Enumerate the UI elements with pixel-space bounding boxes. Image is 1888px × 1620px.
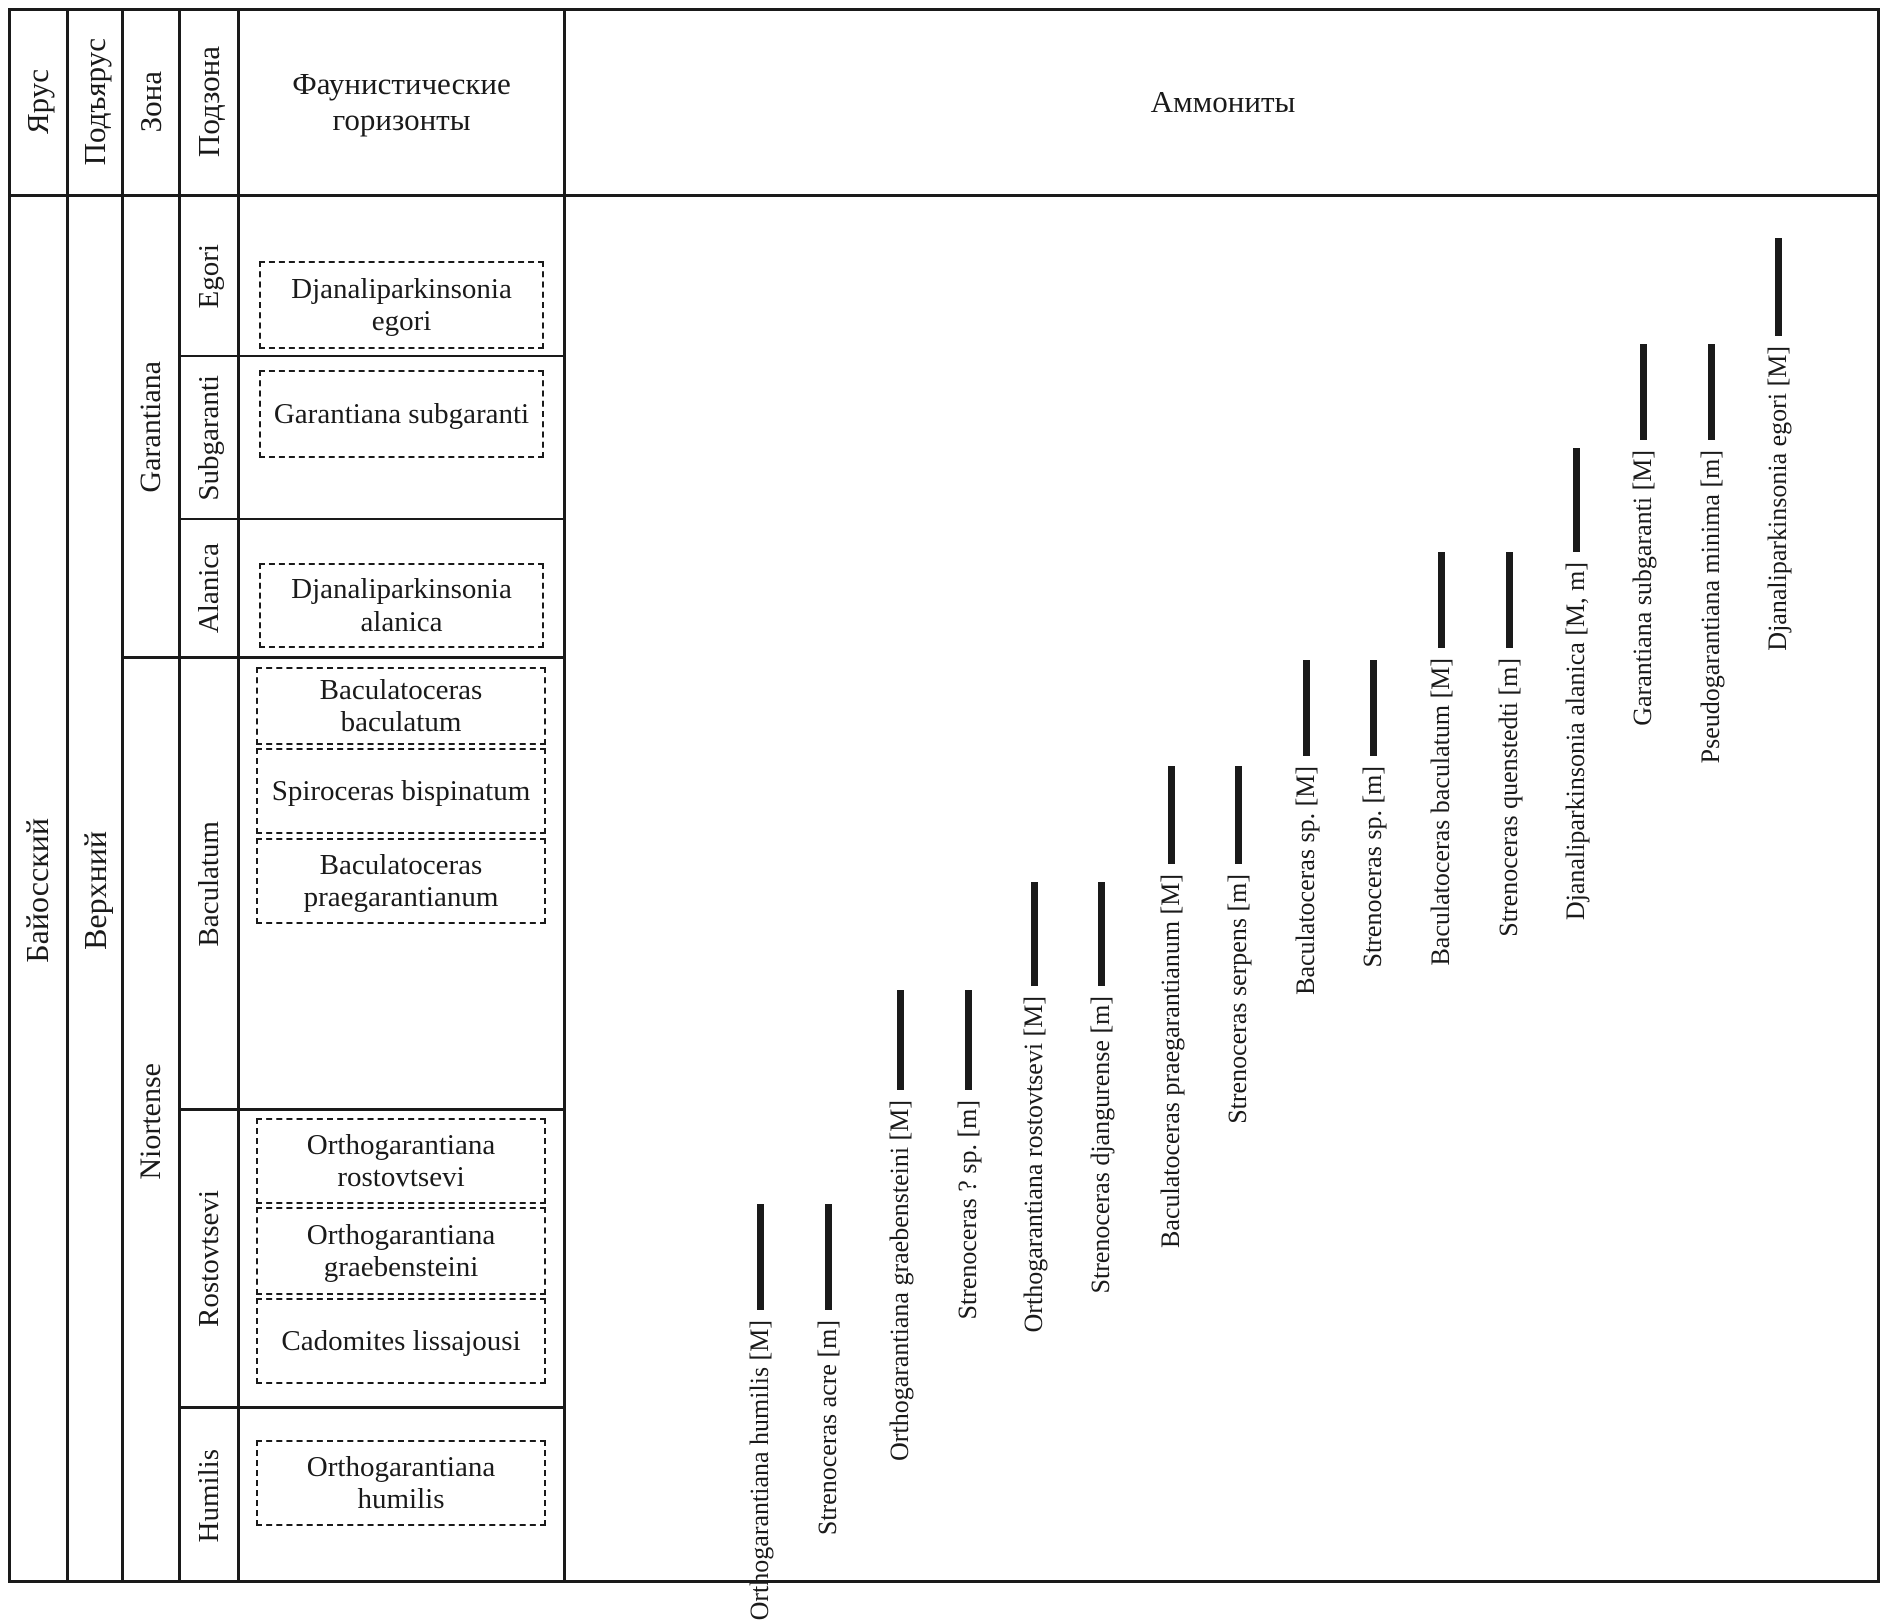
taxon-label: Pseudogarantiana minima [m]	[1696, 450, 1725, 764]
ammonite-range-column: Strenoceras serpens [m]	[1215, 766, 1261, 1124]
horizon-box: Orthogarantiana humilis	[256, 1440, 546, 1526]
horizon-box: Orthogarantiana graebensteini	[256, 1207, 546, 1295]
row-rule-baculatum-rostovtsevi	[178, 1108, 566, 1111]
taxon-label: Orthogarantiana humilis [M]	[745, 1320, 774, 1620]
cell-subzone-rostovtsevi: Rostovtsevi	[192, 1190, 225, 1327]
col-divider-4	[237, 8, 240, 1583]
cell-zone-garantiana: Garantiana	[134, 360, 167, 493]
ammonite-range-column: Baculatoceras baculatum [M]	[1418, 552, 1464, 966]
header-bottom-rule	[8, 194, 1880, 197]
cell-zone-niortense: Niortense	[134, 1062, 167, 1180]
ammonite-range-column: Strenoceras quenstedti [m]	[1486, 552, 1532, 937]
row-rule-egori-subgaranti	[178, 355, 566, 357]
range-bar	[1437, 552, 1445, 648]
taxon-label: Orthogarantiana rostovtsevi [M]	[1019, 996, 1048, 1333]
horizon-box: Baculatoceras praegarantianum	[256, 838, 546, 924]
range-bar	[1707, 344, 1715, 440]
col-divider-2	[121, 8, 124, 1583]
header-faunal-horizons: Фаунистические горизонты	[292, 66, 511, 137]
taxon-label: Djanaliparkinsonia egori [M]	[1763, 346, 1792, 651]
taxon-label: Baculatoceras sp. [M]	[1291, 766, 1320, 995]
row-rule-subgaranti-alanica	[178, 518, 566, 520]
ammonite-range-column: Orthogarantiana graebensteini [M]	[877, 990, 923, 1461]
cell-subzone-humilis: Humilis	[192, 1449, 225, 1543]
ammonite-range-column: Orthogarantiana rostovtsevi [M]	[1011, 882, 1057, 1332]
cell-subzone-subgaranti: Subgaranti	[192, 374, 225, 501]
range-bar	[1097, 882, 1105, 986]
range-bar	[1505, 552, 1513, 648]
ammonite-range-column: Djanaliparkinsonia alanica [M, m]	[1553, 448, 1599, 920]
ammonite-range-column: Djanaliparkinsonia egori [M]	[1755, 238, 1801, 651]
horizon-box: Djanaliparkinsonia alanica	[259, 563, 544, 648]
range-bar	[824, 1204, 832, 1310]
range-bar	[1167, 766, 1175, 864]
ammonite-range-column: Orthogarantiana humilis [M]	[737, 1204, 783, 1620]
table-frame	[8, 8, 1880, 1583]
cell-subzone-egori: Egori	[192, 243, 225, 309]
cell-subzone-baculatum: Baculatum	[192, 820, 225, 947]
cell-subzone-alanica: Alanica	[192, 542, 225, 634]
ammonite-range-column: Baculatoceras praegarantianum [M]	[1148, 766, 1194, 1248]
range-bar	[964, 990, 972, 1090]
range-bar	[756, 1204, 764, 1310]
range-bar	[1302, 660, 1310, 756]
range-bar	[1369, 660, 1377, 756]
ammonite-range-column: Strenoceras ? sp. [m]	[945, 990, 991, 1319]
horizon-box: Garantiana subgaranti	[259, 370, 544, 458]
header-stage: Ярус	[19, 69, 55, 135]
ammonite-range-column: Strenoceras djangurense [m]	[1078, 882, 1124, 1293]
taxon-label: Baculatoceras praegarantianum [M]	[1156, 874, 1185, 1248]
header-ammonites: Аммониты	[1150, 84, 1296, 120]
col-divider-1	[66, 8, 69, 1583]
taxon-label: Baculatoceras baculatum [M]	[1426, 658, 1455, 966]
range-bar	[1030, 882, 1038, 986]
row-rule-rostovtsevi-humilis	[178, 1406, 566, 1409]
taxon-label: Strenoceras sp. [m]	[1358, 766, 1387, 968]
range-bar	[1234, 766, 1242, 864]
ammonite-range-column: Garantiana subgaranti [M]	[1620, 344, 1666, 726]
horizon-box: Djanaliparkinsonia egori	[259, 261, 544, 349]
cell-substage-upper: Верхний	[76, 830, 113, 950]
horizon-box: Cadomites lissajousi	[256, 1298, 546, 1384]
taxon-label: Strenoceras quenstedti [m]	[1494, 658, 1523, 937]
taxon-label: Orthogarantiana graebensteini [M]	[885, 1100, 914, 1461]
horizon-box: Orthogarantiana rostovtsevi	[256, 1118, 546, 1204]
taxon-label: Strenoceras djangurense [m]	[1086, 996, 1115, 1294]
horizon-box: Baculatoceras baculatum	[256, 667, 546, 745]
header-substage: Подъярус	[77, 38, 112, 166]
horizon-box: Spiroceras bispinatum	[256, 748, 546, 834]
row-rule-alanica-baculatum	[121, 656, 566, 659]
taxon-label: Djanaliparkinsonia alanica [M, m]	[1561, 562, 1590, 921]
range-bar	[1774, 238, 1782, 336]
ammonite-range-column: Pseudogarantiana minima [m]	[1688, 344, 1734, 763]
col-divider-3	[178, 8, 181, 1583]
range-bar	[1572, 448, 1580, 552]
header-zone: Зона	[133, 71, 168, 133]
horizon-box	[256, 1212, 268, 1216]
ammonite-range-column: Strenoceras sp. [m]	[1350, 660, 1396, 967]
taxon-label: Strenoceras ? sp. [m]	[953, 1100, 982, 1320]
cell-stage-bajocian: Байосский	[19, 817, 55, 963]
taxon-label: Strenoceras serpens [m]	[1223, 874, 1252, 1124]
range-bar	[1639, 344, 1647, 440]
header-subzone: Подзона	[191, 46, 226, 158]
range-bar	[896, 990, 904, 1090]
taxon-label: Strenoceras acre [m]	[813, 1320, 842, 1536]
ammonite-range-column: Strenoceras acre [m]	[805, 1204, 851, 1535]
taxon-label: Garantiana subgaranti [M]	[1628, 450, 1657, 726]
col-divider-5	[563, 8, 566, 1583]
ammonite-range-column: Baculatoceras sp. [M]	[1283, 660, 1329, 995]
